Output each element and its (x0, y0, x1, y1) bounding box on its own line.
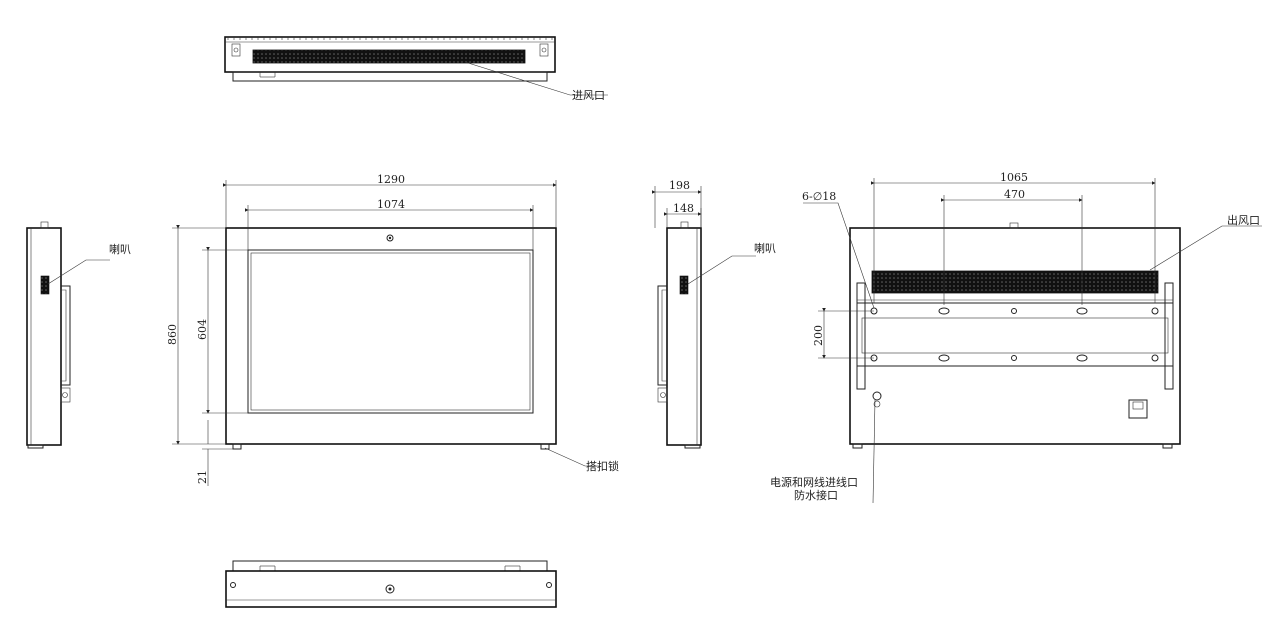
callout-latch: 搭扣锁 (586, 459, 619, 473)
callout-air-outlet: 出风口 (1227, 213, 1260, 227)
dim-screen-width: 1074 (377, 198, 405, 211)
top-view-ridge (227, 37, 553, 40)
callout-power-network-inlet: 电源和网线进线口 (770, 475, 858, 489)
dim-hole-spec: 6-∅18 (802, 190, 836, 203)
dim-mount-holes-span: 1065 (1000, 171, 1028, 184)
rear-outlet-vent (871, 270, 1159, 294)
dim-side-depth-total: 198 (669, 179, 690, 192)
dim-overall-height: 860 (166, 324, 179, 345)
dim-mount-inner-span: 470 (1004, 188, 1025, 201)
bottom-view (225, 560, 557, 608)
waterproof-connector-icon (872, 391, 882, 401)
dim-foot-height: 21 (196, 470, 209, 484)
dim-mount-vertical: 200 (812, 325, 825, 346)
rear-view: 1065 470 200 6-∅18 出风口 电源和网线进线口 防水接口 (770, 171, 1262, 504)
front-camera-hole (386, 234, 394, 242)
dim-overall-width: 1290 (377, 173, 405, 186)
power-switch-icon (1128, 399, 1148, 419)
front-view: 1290 1074 860 604 21 搭扣锁 (166, 173, 619, 486)
left-speaker-grille (40, 275, 50, 295)
dim-screen-height: 604 (196, 319, 209, 340)
left-side-view: 喇叭 (26, 221, 131, 449)
callout-speaker-left: 喇叭 (109, 242, 131, 256)
top-inlet-vent (252, 49, 526, 64)
callout-air-inlet: 进风口 (572, 89, 605, 102)
right-speaker-grille (679, 275, 689, 295)
right-side-view: 198 148 喇叭 (652, 179, 776, 449)
callout-waterproof-connector: 防水接口 (794, 488, 838, 502)
dim-side-depth-body: 148 (673, 202, 694, 215)
bottom-connector-icon (385, 584, 395, 594)
top-view: 进风口 (224, 36, 608, 102)
callout-speaker-right: 喇叭 (754, 241, 776, 255)
